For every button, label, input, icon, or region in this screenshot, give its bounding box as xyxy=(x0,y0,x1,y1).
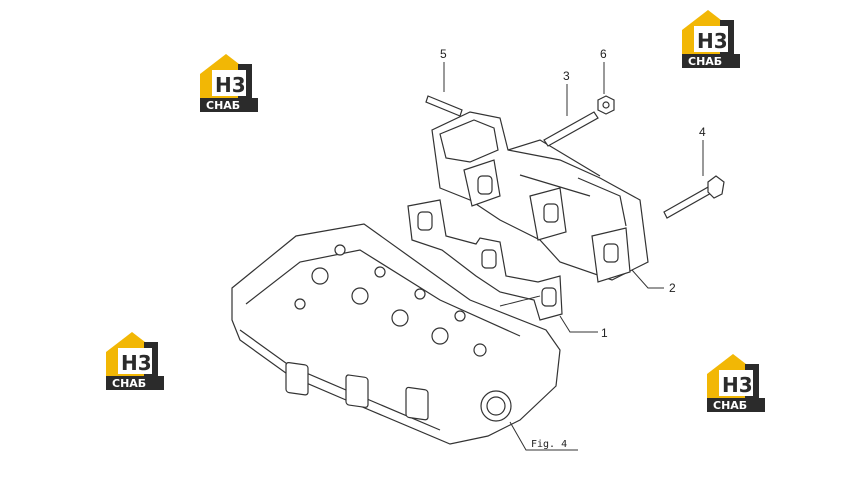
watermark-logo-2: H3 СНАБ xyxy=(682,10,740,68)
logo-mark-text: H3 xyxy=(722,373,753,397)
logo-mark-text: H3 xyxy=(121,351,152,375)
watermark-logo-4: H3 СНАБ xyxy=(707,354,765,412)
figure-label: Fig. 4 xyxy=(531,439,567,450)
callout-4: 4 xyxy=(699,125,706,139)
watermark-logo-1: H3 СНАБ xyxy=(200,54,258,112)
bolt-4 xyxy=(663,175,725,219)
stud-bolt-5 xyxy=(425,95,463,117)
cylinder-head-drawing xyxy=(231,223,561,445)
logo-mark-text: H3 xyxy=(697,29,728,53)
logo-mark-text: H3 xyxy=(215,73,246,97)
logo-word-text: СНАБ xyxy=(206,99,240,112)
callout-2: 2 xyxy=(669,281,676,295)
exhaust-manifold-drawing xyxy=(431,111,649,283)
callout-6: 6 xyxy=(600,47,607,61)
logo-word-text: СНАБ xyxy=(112,377,146,390)
logo-word-text: СНАБ xyxy=(688,55,722,68)
nut-6 xyxy=(597,95,615,115)
watermark-logo-3: H3 СНАБ xyxy=(106,332,164,390)
manifold-gasket-drawing xyxy=(407,199,563,321)
callout-3: 3 xyxy=(563,69,570,83)
callout-5: 5 xyxy=(440,47,447,61)
stud-bolt-3 xyxy=(543,111,599,147)
logo-word-text: СНАБ xyxy=(713,399,747,412)
callout-1: 1 xyxy=(601,326,608,340)
leader-lines xyxy=(443,62,704,451)
